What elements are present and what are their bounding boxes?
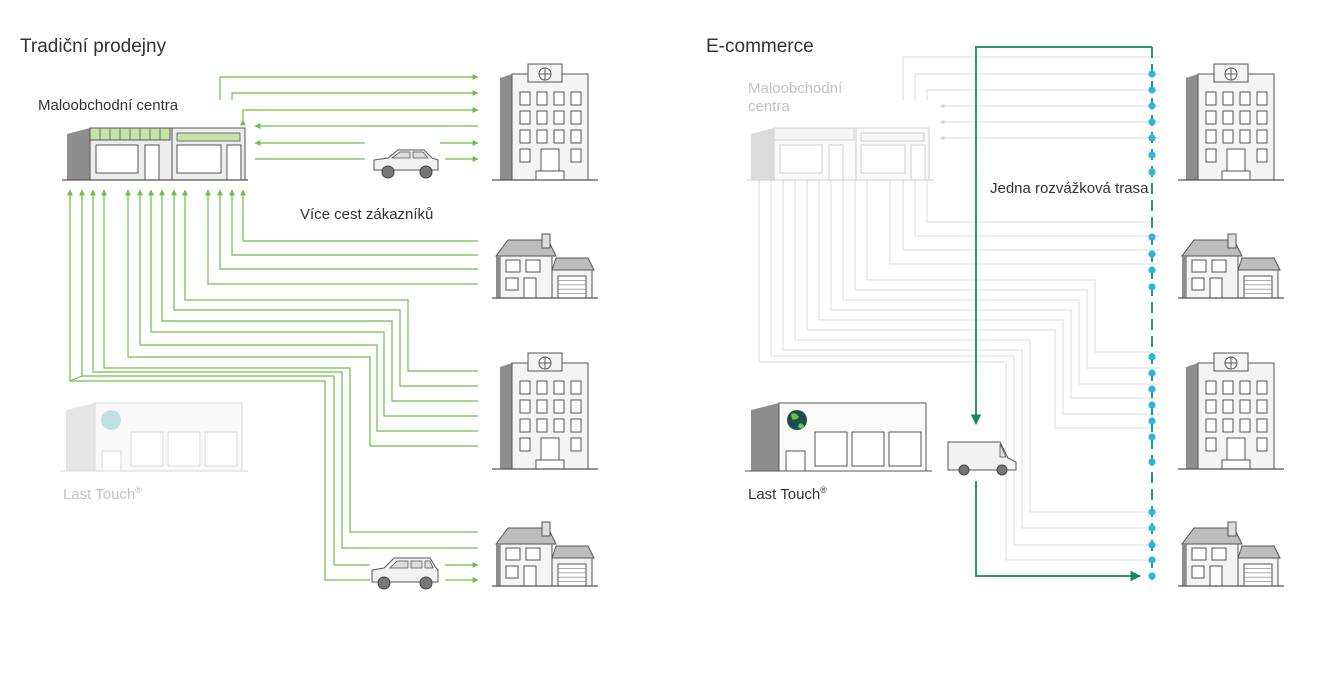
ecommerce-retail-store bbox=[746, 127, 934, 181]
route-stop-dot bbox=[1148, 541, 1156, 549]
apartment-building-icon bbox=[1178, 352, 1284, 470]
route-stop-dot bbox=[1148, 266, 1156, 274]
apartment-building-icon bbox=[492, 63, 598, 181]
ecommerce-faded-paths bbox=[758, 56, 1160, 561]
traditional-paths-label: Více cest zákazníků bbox=[300, 206, 434, 223]
traditional-last-touch-warehouse bbox=[60, 402, 248, 472]
path-line bbox=[69, 375, 83, 382]
route-stop-dot bbox=[1148, 458, 1156, 466]
path-line bbox=[69, 190, 370, 581]
delivery-route bbox=[970, 46, 1152, 582]
path-line bbox=[231, 90, 479, 100]
house-icon bbox=[492, 233, 598, 299]
route-stop-dot bbox=[1148, 86, 1156, 94]
ecommerce-last-touch-warehouse bbox=[745, 402, 932, 472]
traditional-retail-store bbox=[62, 127, 248, 181]
house-icon bbox=[1178, 521, 1284, 587]
path-line bbox=[125, 189, 478, 447]
path-line bbox=[205, 189, 478, 285]
ecommerce-title: E-commerce bbox=[706, 36, 814, 57]
route-stop-dot bbox=[1148, 102, 1156, 110]
globe-icon bbox=[101, 410, 121, 430]
ecommerce-registered-mark: ® bbox=[820, 485, 827, 495]
path-line bbox=[217, 189, 478, 270]
traditional-paths bbox=[69, 74, 479, 583]
path-line bbox=[148, 189, 478, 417]
apartment-building-icon bbox=[492, 352, 598, 470]
path-line bbox=[90, 189, 478, 549]
path-line bbox=[240, 189, 478, 242]
ecommerce-last-touch-text: Last Touch bbox=[748, 486, 821, 503]
route-stop-dot bbox=[1148, 118, 1156, 126]
path-line bbox=[81, 190, 370, 566]
route-stop-dot bbox=[1148, 556, 1156, 564]
house-icon bbox=[1178, 233, 1284, 299]
path-line bbox=[159, 189, 478, 402]
traditional-last-touch-text: Last Touch bbox=[63, 486, 136, 503]
route-stop-dot bbox=[1148, 233, 1156, 241]
traditional-registered-mark: ® bbox=[135, 485, 142, 495]
path-line bbox=[229, 189, 478, 256]
route-stop-dot bbox=[1148, 524, 1156, 532]
route-stop-dot bbox=[1148, 168, 1156, 176]
route-stop-dot bbox=[1148, 70, 1156, 78]
route-stop-dot bbox=[1148, 417, 1156, 425]
route-stop-dot bbox=[1148, 572, 1156, 580]
ecommerce-last-touch-label: Last Touch® bbox=[748, 485, 827, 503]
route-stop-dot bbox=[1148, 134, 1156, 142]
route-stop-dot bbox=[1148, 250, 1156, 258]
route-stop-dot bbox=[1148, 353, 1156, 361]
car-icon bbox=[373, 149, 439, 179]
route-stop-dot bbox=[1148, 151, 1156, 159]
route-stop-dot bbox=[1148, 508, 1156, 516]
path-line bbox=[171, 189, 478, 387]
traditional-last-touch-label: Last Touch® bbox=[63, 485, 142, 503]
route-stop-dot bbox=[1148, 385, 1156, 393]
ecommerce-route-label: Jedna rozvážková trasa bbox=[990, 180, 1149, 197]
ecommerce-store-label: Maloobchodní centra bbox=[748, 80, 843, 115]
path-line bbox=[137, 189, 478, 432]
route-stop-dot bbox=[1148, 283, 1156, 291]
suv-icon bbox=[371, 557, 439, 590]
path-line bbox=[240, 107, 479, 126]
route-stop-dot bbox=[1148, 369, 1156, 377]
house-icon bbox=[492, 521, 598, 587]
route-stops bbox=[1148, 70, 1156, 580]
route-stop-dot bbox=[1148, 433, 1156, 441]
delivery-van-icon bbox=[947, 441, 1017, 476]
path-line bbox=[219, 74, 479, 100]
traditional-title: Tradiční prodejny bbox=[20, 36, 167, 57]
traditional-store-label: Maloobchodní centra bbox=[38, 97, 179, 114]
path-line bbox=[101, 189, 478, 533]
route-stop-dot bbox=[1148, 401, 1156, 409]
apartment-building-icon bbox=[1178, 63, 1284, 181]
path-line bbox=[182, 189, 478, 372]
